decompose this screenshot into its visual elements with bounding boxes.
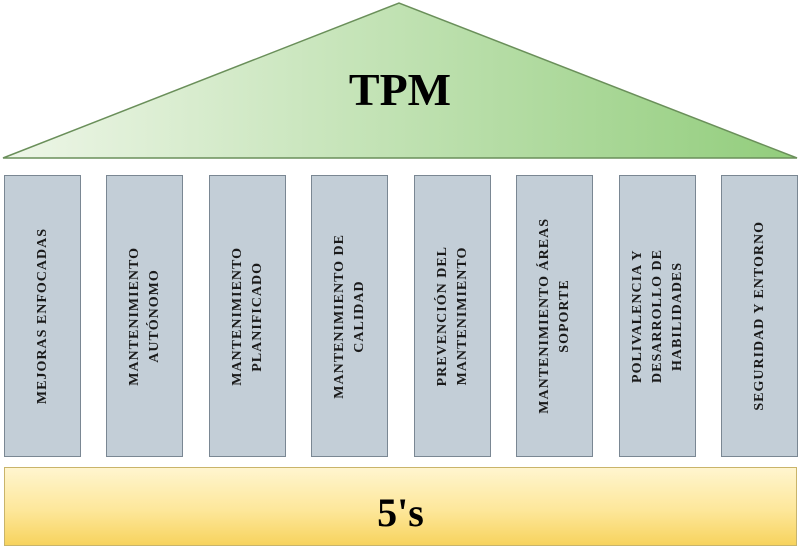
pillar-label: PREVENCIÓN DEL MANTENIMIENTO (434, 245, 470, 387)
pillar-prevencion-del-mantenimiento: PREVENCIÓN DEL MANTENIMIENTO (414, 175, 491, 457)
pillar-mantenimiento-areas-soporte: MANTENIMIENTO ÁREAS SOPORTE (516, 175, 593, 457)
pillar-label: SEGURIDAD Y ENTORNO (751, 221, 767, 411)
pillar-label: POLIVALENCIA Y DESARROLLO DE HABILIDADES (629, 249, 685, 383)
base-label: 5's (377, 490, 424, 535)
roof-triangle (2, 2, 798, 159)
pillar-label: MANTENIMIENTO ÁREAS SOPORTE (536, 218, 572, 414)
pillar-mantenimiento-autonomo: MANTENIMIENTO AUTÓNOMO (106, 175, 183, 457)
base-5s: 5's (4, 467, 797, 546)
pillar-label: MEJORAS ENFOCADAS (34, 227, 50, 405)
pillar-label: MANTENIMIENTO DE CALIDAD (331, 233, 367, 399)
pillar-seguridad-y-entorno: SEGURIDAD Y ENTORNO (721, 175, 798, 457)
pillar-label: MANTENIMIENTO PLANIFICADO (229, 246, 265, 386)
pillar-polivalencia-habilidades: POLIVALENCIA Y DESARROLLO DE HABILIDADES (619, 175, 696, 457)
pillar-mantenimiento-planificado: MANTENIMIENTO PLANIFICADO (209, 175, 286, 457)
pillar-label: MANTENIMIENTO AUTÓNOMO (126, 246, 162, 386)
pillar-mejoras-enfocadas: MEJORAS ENFOCADAS (4, 175, 81, 457)
pillar-mantenimiento-de-calidad: MANTENIMIENTO DE CALIDAD (311, 175, 388, 457)
roof-title: TPM (348, 64, 452, 115)
